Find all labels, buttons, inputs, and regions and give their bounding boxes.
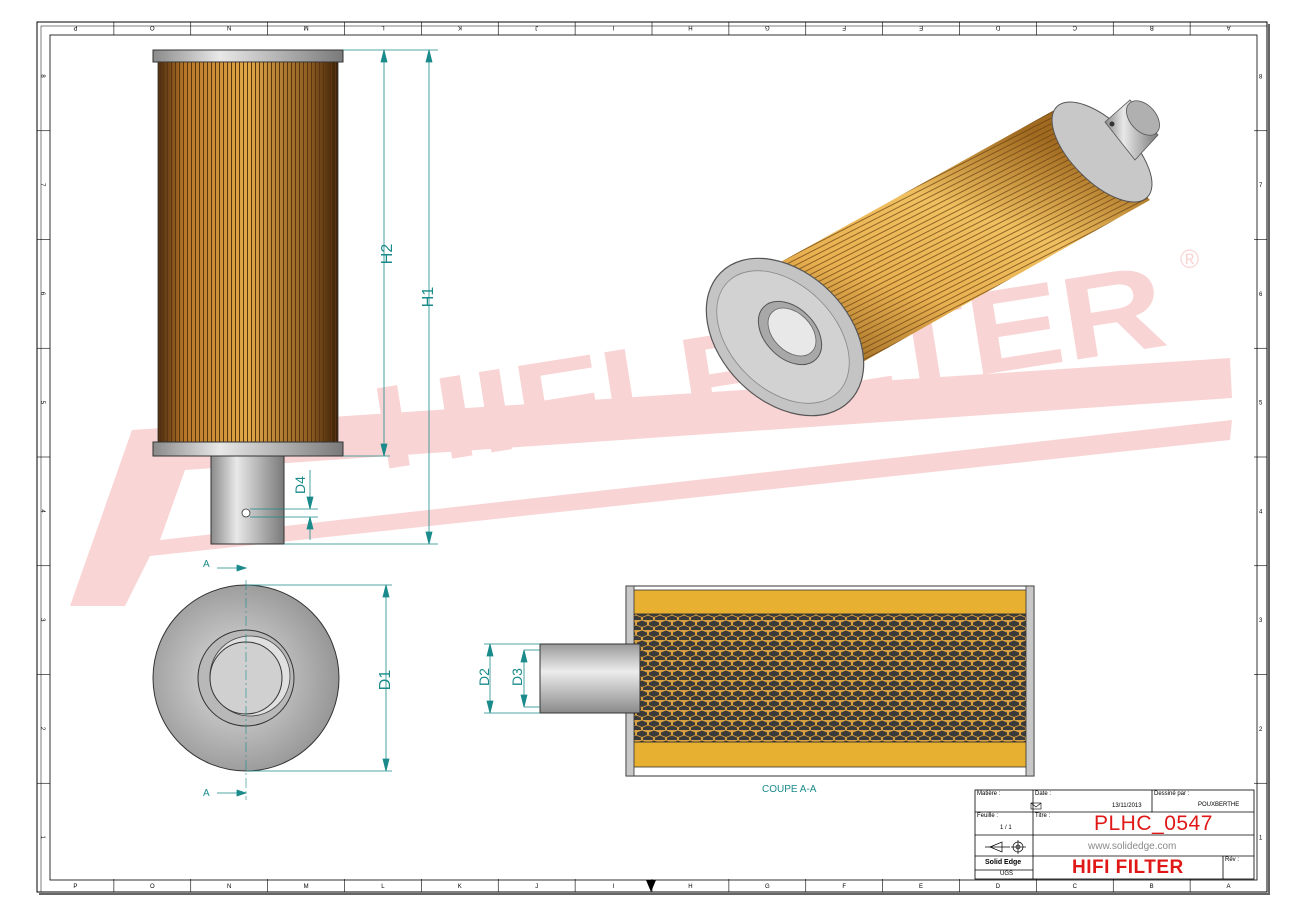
software-name: Solid Edge [985, 859, 1022, 866]
software-url[interactable]: www.solidedge.com [1088, 841, 1177, 852]
border-column-labels: P P O O N N M M L L K K J J I I H H G G F F E E D D C C B B A A [73, 24, 1230, 890]
column-label-top: F [842, 24, 846, 30]
end-view [152, 580, 340, 800]
section-pleat-top [632, 589, 1028, 615]
section-view [539, 585, 1035, 777]
dim-label-h1: H1 [420, 287, 437, 308]
column-label-top: K [458, 24, 462, 30]
column-label-top: H [688, 24, 692, 30]
front-view [152, 49, 344, 545]
dim-label-d1: D1 [377, 670, 394, 691]
row-label-left: 8 [39, 74, 45, 78]
dim-label-d2: D2 [476, 668, 492, 686]
center-mark-icon [646, 880, 656, 892]
end-view-dimension [246, 584, 392, 772]
column-label: D [996, 884, 1001, 890]
software-vendor: UGS [1000, 871, 1014, 877]
column-label: F [842, 884, 846, 890]
column-label: I [613, 884, 615, 890]
part-number: PLHC_0547 [1094, 812, 1213, 835]
column-label: C [1073, 884, 1078, 890]
value-dessine: POUXBERTHE [1198, 802, 1240, 808]
border-row-labels: 8 8 7 7 6 6 5 5 4 4 3 3 2 2 1 1 [39, 74, 1263, 841]
border-zone-ticks [37, 22, 1267, 892]
section-letter-top: A [203, 559, 210, 570]
isometric-view [705, 99, 1160, 417]
row-label: 1 [1259, 836, 1263, 842]
row-label-left: 5 [39, 401, 45, 405]
section-letter-bottom: A [203, 788, 210, 799]
column-label-top: A [1227, 24, 1231, 30]
top-end-cap [152, 49, 344, 63]
row-label: 2 [1259, 727, 1263, 733]
dim-label-h2: H2 [379, 244, 396, 265]
label-revision: Rév : [1225, 857, 1240, 863]
label-titre: Titre : [1035, 813, 1051, 819]
column-label-top: E [919, 24, 923, 30]
outlet-spigot [210, 455, 285, 545]
label-dessine: Dessiné par : [1154, 791, 1190, 797]
column-label-top: G [765, 24, 770, 30]
row-label-left: 7 [39, 183, 45, 187]
row-label: 4 [1259, 509, 1263, 515]
column-label: E [919, 884, 923, 890]
column-label: A [1227, 884, 1231, 890]
column-label-top: L [381, 24, 385, 30]
column-label-top: I [612, 24, 614, 30]
row-label-left: 6 [39, 292, 45, 296]
column-label: M [304, 884, 309, 890]
row-label-left: 2 [39, 727, 45, 731]
column-label: N [227, 884, 231, 890]
section-caption: COUPE A-A [762, 784, 817, 795]
brand-name: HIFI FILTER [1072, 857, 1184, 878]
projection-symbol [985, 840, 1026, 854]
column-label: L [381, 884, 385, 890]
dim-label-d3: D3 [509, 668, 525, 686]
section-outlet-spigot [539, 643, 641, 714]
column-label-top: C [1072, 24, 1077, 30]
column-label: K [458, 884, 462, 890]
dim-label-d4: D4 [292, 476, 308, 494]
row-label: 6 [1259, 292, 1263, 298]
column-label-top: B [1150, 24, 1154, 30]
envelope-icon [1030, 802, 1042, 810]
row-label-left: 1 [39, 836, 45, 840]
spigot-hole [241, 508, 251, 518]
value-date: 13/11/2013 [1112, 803, 1142, 809]
row-label-left: 4 [39, 509, 45, 513]
label-matiere: Matière : [977, 791, 1001, 797]
section-dimensions [484, 643, 540, 714]
column-label: P [73, 884, 77, 890]
row-label: 7 [1259, 183, 1263, 189]
column-label-top: J [535, 24, 538, 30]
bottom-end-cap [152, 441, 344, 457]
row-label: 3 [1259, 618, 1263, 624]
column-label-top: O [150, 24, 155, 30]
column-label: B [1150, 884, 1154, 890]
column-label: J [535, 884, 538, 890]
label-feuille: Feuille : [977, 813, 999, 819]
front-dimensions [250, 49, 438, 545]
column-label: G [765, 884, 770, 890]
row-label: 5 [1259, 401, 1263, 407]
section-marker-bottom [217, 789, 248, 797]
column-label-top: D [995, 24, 1000, 30]
row-label: 8 [1259, 74, 1263, 80]
section-pleat-bottom [632, 741, 1028, 768]
label-date: Date : [1035, 791, 1052, 797]
row-label-left: 3 [39, 618, 45, 622]
column-label: H [688, 884, 692, 890]
column-label-top: N [227, 24, 231, 30]
svg-text:®: ® [1180, 244, 1199, 274]
section-marker-top [217, 564, 248, 572]
column-label-top: P [73, 24, 77, 30]
section-support-mesh [632, 613, 1028, 743]
value-feuille: 1 / 1 [1000, 825, 1012, 831]
column-label: O [150, 884, 155, 890]
column-label-top: M [304, 24, 309, 30]
iso-spigot [1104, 99, 1159, 161]
